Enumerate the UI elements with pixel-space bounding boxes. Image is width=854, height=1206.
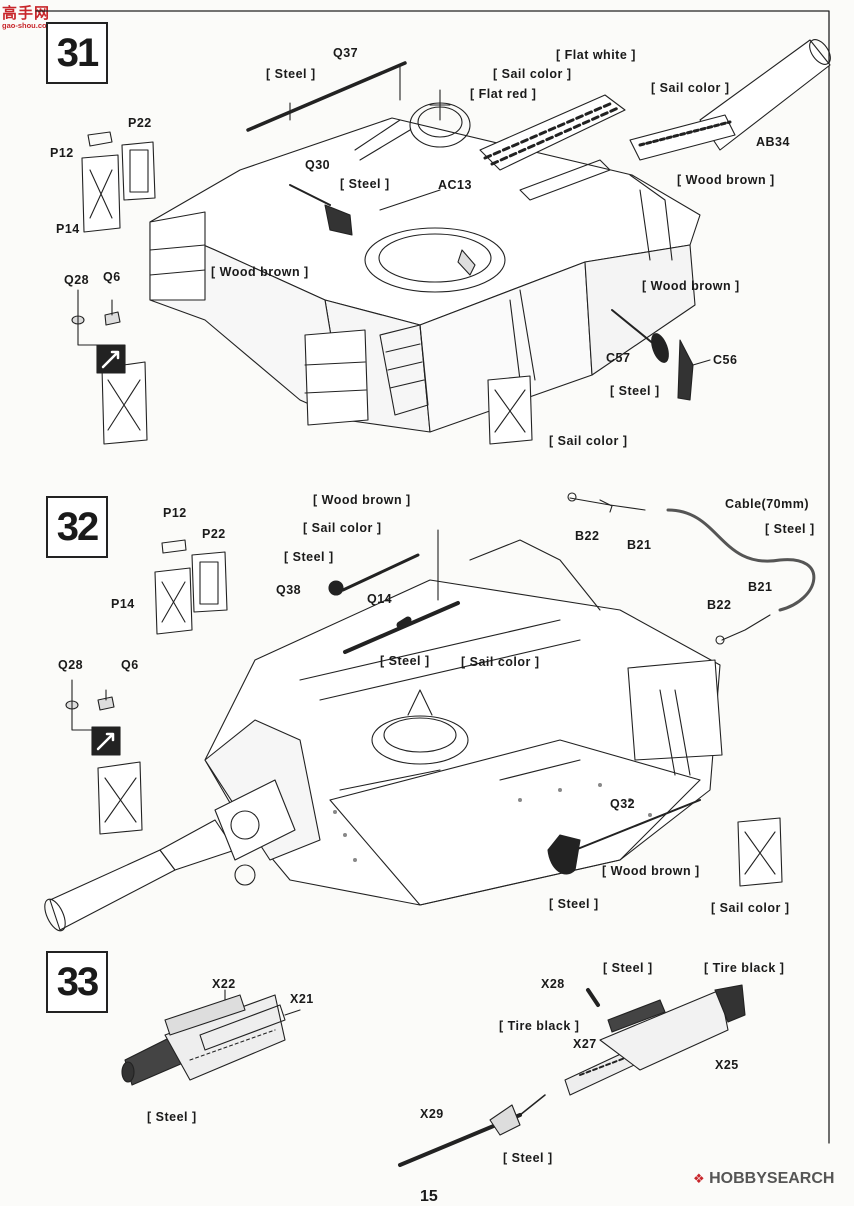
s33-label-x25: X25: [715, 1058, 739, 1072]
s32-label-p14: P14: [111, 597, 135, 611]
s32-label-sail-box: [ Sail color ]: [711, 901, 790, 915]
s32-label-p12: P12: [163, 506, 187, 520]
step33-right-mg: [398, 984, 746, 1167]
s32-label-steel-q38: [ Steel ]: [284, 550, 334, 564]
step-32-number: 32: [46, 496, 108, 558]
s31-label-ac13: AC13: [438, 178, 472, 192]
hobbysearch-logo-icon: ❖: [693, 1171, 705, 1186]
s31-label-p22: P22: [128, 116, 152, 130]
s32-label-b22-bot: B22: [707, 598, 732, 612]
s32-label-b22-top: B22: [575, 529, 600, 543]
s32-label-q32: Q32: [610, 797, 636, 811]
s32-label-cable: Cable(70mm): [725, 497, 809, 511]
s31-label-steel-c57: [ Steel ]: [610, 384, 660, 398]
s32-label-wood-rod: [ Wood brown ]: [313, 493, 411, 507]
step33-left-mg: [121, 989, 301, 1086]
s33-label-steel-bottom: [ Steel ]: [503, 1151, 553, 1165]
s32-label-q6: Q6: [121, 658, 139, 672]
step31-barrel: [629, 39, 831, 161]
s33-label-x29: X29: [420, 1107, 444, 1121]
s32-label-steel-q32: [ Steel ]: [549, 897, 599, 911]
s31-label-sail-box: [ Sail color ]: [549, 434, 628, 448]
s31-label-p12: P12: [50, 146, 74, 160]
q37-rod: [246, 61, 407, 132]
s33-label-tire-left: [ Tire black ]: [499, 1019, 580, 1033]
s31-label-wood-ab34: [ Wood brown ]: [677, 173, 775, 187]
s32-label-q14: Q14: [367, 592, 393, 606]
watermark-bottom-text: HOBBYSEARCH: [709, 1170, 835, 1187]
step-33-number: 33: [46, 951, 108, 1013]
s31-label-q28: Q28: [64, 273, 90, 287]
s31-label-sail-ac13: [ Sail color ]: [493, 67, 572, 81]
s31-label-sail-ab34: [ Sail color ]: [651, 81, 730, 95]
s33-label-tire-top: [ Tire black ]: [704, 961, 785, 975]
s31-label-flat-red: [ Flat red ]: [470, 87, 537, 101]
s31-label-q37: Q37: [333, 46, 359, 60]
s33-label-x27: X27: [573, 1037, 597, 1051]
s31-label-flat-white: [ Flat white ]: [556, 48, 636, 62]
s31-label-wood-c: [ Wood brown ]: [642, 279, 740, 293]
watermark-chinese-text: 高手网: [2, 5, 51, 22]
s32-label-steel-cable: [ Steel ]: [765, 522, 815, 536]
s31-label-steel-q30: [ Steel ]: [340, 177, 390, 191]
s32-label-p22: P22: [202, 527, 226, 541]
step31-jerrycans: [71, 131, 156, 445]
s32-label-steel-q14: [ Steel ]: [380, 654, 430, 668]
s31-label-steel-q37: [ Steel ]: [266, 67, 316, 81]
s33-label-steel-x28: [ Steel ]: [603, 961, 653, 975]
step32-jerrycans: [65, 539, 228, 835]
s31-label-q30: Q30: [305, 158, 331, 172]
s33-label-x22: X22: [212, 977, 236, 991]
s31-label-ab34: AB34: [756, 135, 790, 149]
step31-turret-illustration: [149, 89, 701, 433]
s32-label-b21-bot: B21: [748, 580, 773, 594]
step-31-number: 31: [46, 22, 108, 84]
watermark-url: gao-shou.com: [2, 21, 54, 30]
s33-label-x21: X21: [290, 992, 314, 1006]
s32-label-q28: Q28: [58, 658, 84, 672]
s33-label-steel-left: [ Steel ]: [147, 1110, 197, 1124]
s31-label-q6: Q6: [103, 270, 121, 284]
s31-label-p14: P14: [56, 222, 80, 236]
s32-label-sail-rod: [ Sail color ]: [303, 521, 382, 535]
s31-label-wood-q30: [ Wood brown ]: [211, 265, 309, 279]
s32-label-b21-top: B21: [627, 538, 652, 552]
s33-label-x28: X28: [541, 977, 565, 991]
s32-label-sail-q14: [ Sail color ]: [461, 655, 540, 669]
s31-label-c56: C56: [713, 353, 738, 367]
s31-label-c57: C57: [606, 351, 631, 365]
s32-label-q38: Q38: [276, 583, 302, 597]
s32-label-wood-q32: [ Wood brown ]: [602, 864, 700, 878]
watermark-bottom: ❖ HOBBYSEARCH: [693, 1170, 834, 1188]
step32-turret-illustration: [44, 539, 723, 932]
watermark-logo-top: 高手网 gao-shou.com: [2, 6, 53, 30]
